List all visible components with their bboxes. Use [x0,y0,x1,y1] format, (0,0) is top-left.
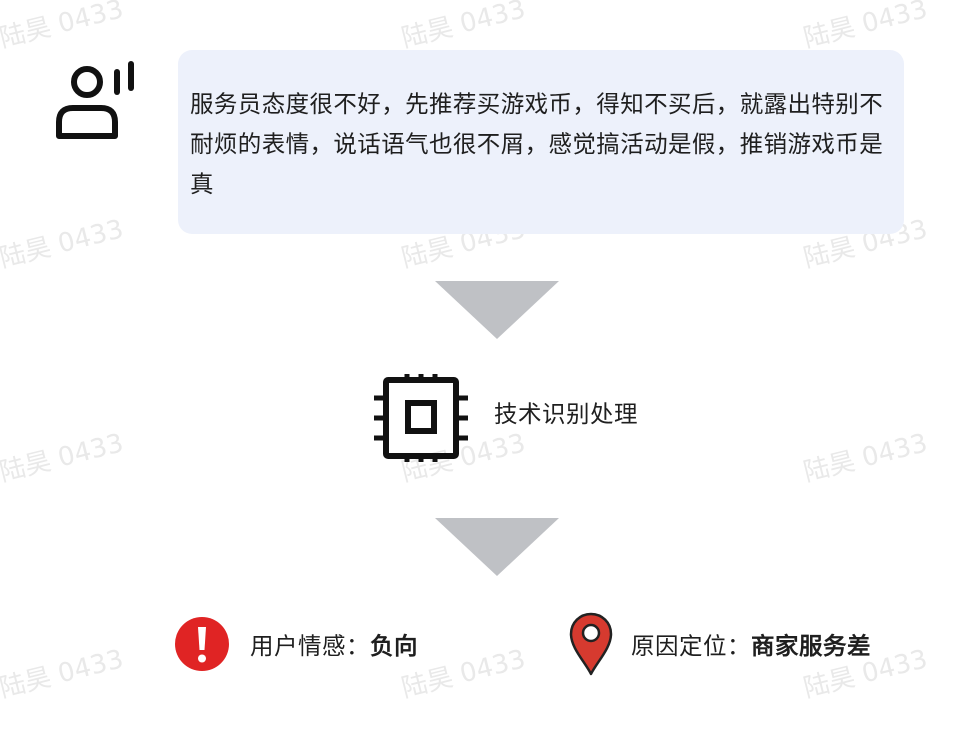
cause-value: 商家服务差 [751,632,871,660]
watermark: 陆昊 0433 [800,428,931,489]
watermark: 陆昊 0433 [398,0,529,55]
chip-icon [374,374,468,462]
speech-text: 服务员态度很不好，先推荐买游戏币，得知不买后，就露出特别不耐烦的表情，说话语气也… [190,90,884,198]
cause-result: 原因定位： 商家服务差 [569,612,871,676]
location-pin-icon [569,612,613,676]
down-arrow [435,281,559,339]
sentiment-value: 负向 [370,632,418,660]
process-label: 技术识别处理 [494,400,638,428]
speech-bubble: 服务员态度很不好，先推荐买游戏币，得知不买后，就露出特别不耐烦的表情，说话语气也… [178,50,904,234]
watermark: 陆昊 0433 [800,0,931,55]
watermark: 陆昊 0433 [0,214,127,275]
alert-icon [175,617,229,671]
watermark: 陆昊 0433 [0,428,127,489]
down-arrow [435,518,559,576]
sentiment-label: 用户情感： [250,632,370,660]
watermark: 陆昊 0433 [0,644,127,705]
sentiment-result: 用户情感： 负向 [174,616,418,672]
cause-label: 原因定位： [631,632,751,660]
speaking-person-icon [56,61,134,139]
watermark: 陆昊 0433 [0,0,127,55]
